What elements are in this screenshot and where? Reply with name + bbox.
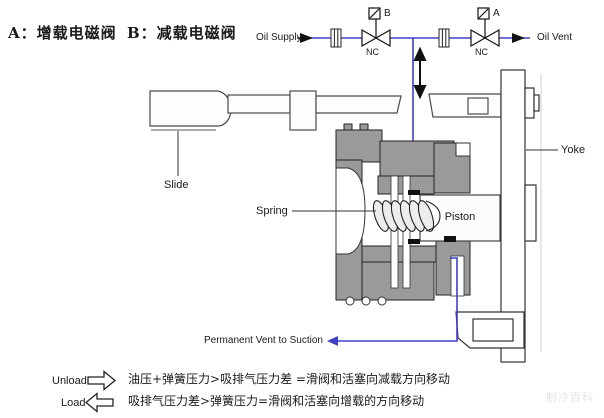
filter-icon-right bbox=[438, 28, 450, 48]
filter-icon-left bbox=[330, 28, 342, 48]
unload-rule-text: 油压+弹簧压力>吸排气压力差 =滑阀和活塞向减载方向移动 bbox=[128, 372, 450, 386]
valve-b-nc-label: NC bbox=[366, 47, 379, 57]
oil-vent-label: Oil Vent bbox=[537, 32, 573, 43]
yoke-label: Yoke bbox=[561, 144, 586, 156]
slide-assembly-shape bbox=[149, 90, 502, 131]
yoke-shape bbox=[455, 69, 540, 363]
unload-arrow-icon bbox=[87, 370, 117, 391]
legend-valve-b: B：减载电磁阀 bbox=[127, 24, 237, 42]
leader-lines bbox=[177, 131, 558, 212]
seal-marks bbox=[408, 190, 456, 244]
slide-label: Slide bbox=[164, 179, 189, 191]
permanent-vent-label: Permanent Vent to Suction bbox=[204, 335, 323, 346]
valve-a-nc-label: NC bbox=[475, 47, 488, 57]
oil-supply-label: Oil Supply bbox=[256, 32, 302, 43]
flow-arrow-icons bbox=[300, 33, 525, 43]
load-label: Load bbox=[61, 397, 86, 409]
load-arrow-icon bbox=[84, 392, 114, 413]
unload-label: Unload bbox=[52, 375, 87, 387]
spring-label: Spring bbox=[256, 205, 288, 217]
solenoid-valve-a-icon bbox=[470, 7, 500, 48]
valve-a-letter: A bbox=[493, 8, 500, 19]
vent-line bbox=[327, 257, 458, 346]
piston-label: Piston bbox=[444, 211, 476, 223]
updown-arrow-icon bbox=[413, 46, 427, 100]
spring-coil-icon bbox=[372, 200, 441, 232]
legend-valve-a: A：增载电磁阀 bbox=[8, 24, 117, 42]
load-rule-text: 吸排气压力差>弹簧压力=滑阀和活塞向增载的方向移动 bbox=[128, 394, 425, 408]
valve-b-letter: B bbox=[384, 8, 391, 19]
solenoid-valve-b-icon bbox=[361, 7, 391, 48]
watermark-text: 制冷百科 bbox=[546, 391, 594, 404]
